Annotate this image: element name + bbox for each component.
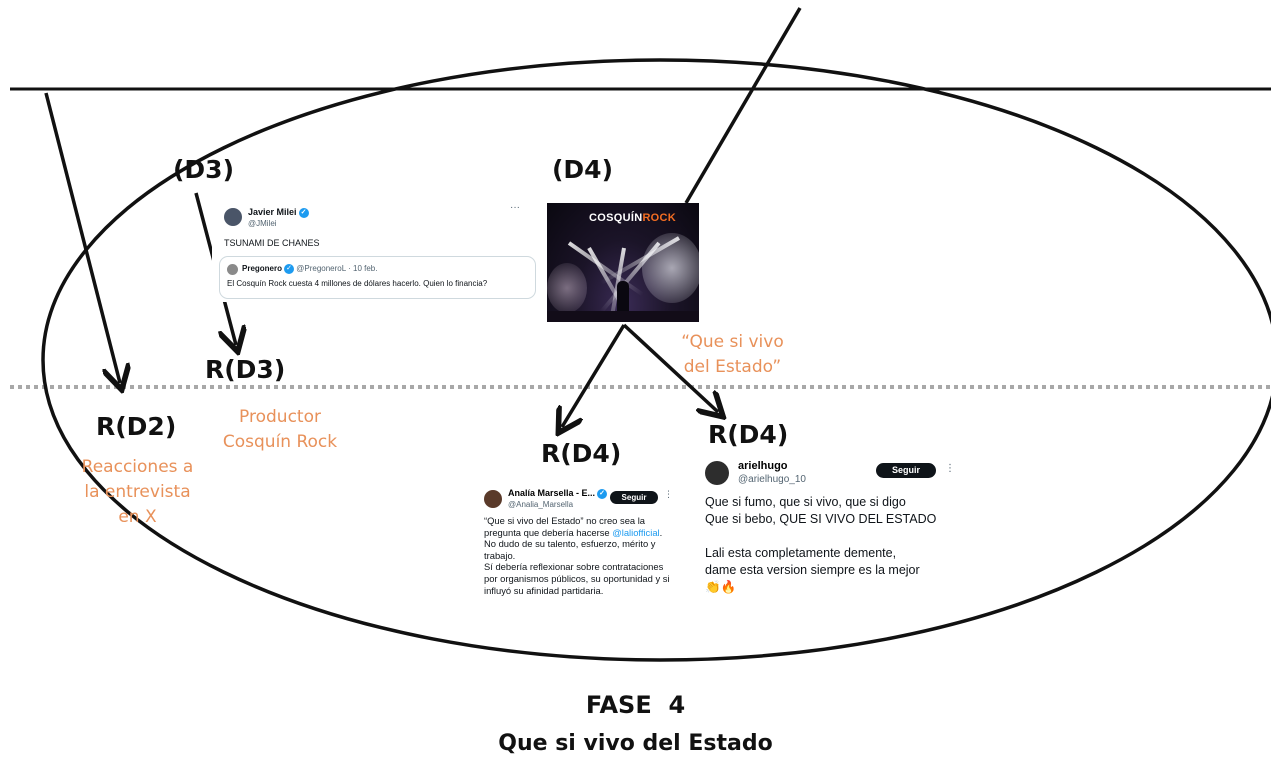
arrow-photo-to-r-d4-left [562,324,626,427]
label-r-d3: R(D3) [205,355,286,384]
note-r-d3-line-2: Cosquín Rock [222,432,338,452]
ariel-line-6: 👏🔥 [705,580,737,594]
ariel-avatar [705,461,729,485]
ariel-line-1: Que si fumo, que si vivo, que si digo [705,495,906,509]
analia-avatar [484,490,502,508]
ariel-line-4: Lali esta completamente demente, [705,546,897,560]
note-r-d3-line-1: Productor [239,407,321,427]
analia-name: Analía Marsella - E... [508,488,596,498]
note-r-d3: Productor Cosquín Rock [210,405,350,455]
arrow-photo-to-r-d4-right [622,323,718,412]
phase-ellipse [41,58,1271,662]
quoted-tweet[interactable]: Pregonero✓ @PregoneroL · 10 feb. El Cosq… [219,256,536,299]
mention-link[interactable]: @laliofficial [612,526,660,538]
analia-handle: @Analia_Marsella [508,500,574,509]
more-icon[interactable]: ··· [510,202,520,213]
quote-header: Pregonero✓ @PregoneroL · 10 feb. [242,264,377,274]
label-r-d4-left: R(D4) [541,439,622,468]
cosquin-rock-logo: COSQUÍNROCK [589,212,676,224]
verified-icon: ✓ [298,207,309,218]
tweet-analia: Analía Marsella - E...✓ @Analia_Marsella… [478,484,678,624]
analia-name-row: Analía Marsella - E...✓ [508,488,608,499]
ariel-name: arielhugo [738,460,788,472]
ariel-handle: @arielhugo_10 [738,474,806,485]
arrow-to-r-d2 [44,92,120,383]
smoke [547,263,587,313]
label-d3: (D3) [173,155,234,184]
logo-right: ROCK [642,212,677,224]
note-r-d2-line-2: la entrevista [84,482,191,502]
label-d4: (D4) [552,155,613,184]
analia-text-before: “Que si vivo del Estado” no creo sea la … [484,515,648,538]
stage-floor [547,311,699,322]
follow-button[interactable]: Seguir [876,463,936,478]
performer-silhouette [617,281,629,319]
cosquin-rock-photo: COSQUÍNROCK [547,203,699,322]
milei-avatar [224,208,242,226]
analia-text-after: . No dudo de su talento, esfuerzo, mérit… [484,526,670,596]
arrow-to-photo [684,7,802,204]
tweet-milei: Javier Milei✓ @JMilei ··· TSUNAMI DE CHA… [212,196,537,302]
tweet-ariel: arielhugo @arielhugo_10 Seguir ⋮ Que si … [700,456,962,606]
milei-name-row: Javier Milei✓ [248,207,309,218]
pregonero-avatar [227,264,238,275]
label-r-d4-right: R(D4) [708,420,789,449]
follow-button[interactable]: Seguir [610,491,658,504]
quote-text: El Cosquín Rock cuesta 4 millones de dól… [227,279,488,288]
more-icon[interactable]: ⋮ [664,490,673,500]
milei-text: TSUNAMI DE CHANES [224,238,320,248]
note-quote-line-2: del Estado” [683,357,782,377]
note-r-d2-line-1: Reacciones a [81,457,194,477]
note-quote: “Que si vivo del Estado” [670,330,795,380]
analia-text: “Que si vivo del Estado” no creo sea la … [484,515,676,596]
milei-name: Javier Milei [248,207,297,217]
quote-meta: @PregoneroL · 10 feb. [296,264,378,274]
label-r-d2: R(D2) [96,412,177,441]
verified-icon: ✓ [284,264,295,274]
quote-name: Pregonero [242,264,283,274]
phase-title: FASE 4 [585,691,686,719]
ariel-line-2: Que si bebo, QUE SI VIVO DEL ESTADO [705,512,937,526]
more-icon[interactable]: ⋮ [945,463,955,474]
ariel-line-5: dame esta version siempre es la mejor [705,563,920,577]
ariel-line-3 [705,528,963,545]
note-r-d2: Reacciones a la entrevista en X [70,455,205,530]
milei-handle: @JMilei [248,219,277,228]
note-r-d2-line-3: en X [118,507,157,527]
smoke [642,233,699,303]
verified-icon: ✓ [597,488,608,499]
note-quote-line-1: “Que si vivo [681,332,784,352]
ariel-text: Que si fumo, que si vivo, que si digo Qu… [705,494,963,596]
logo-left: COSQUÍN [589,212,643,224]
phase-subtitle: Que si vivo del Estado [498,731,773,756]
